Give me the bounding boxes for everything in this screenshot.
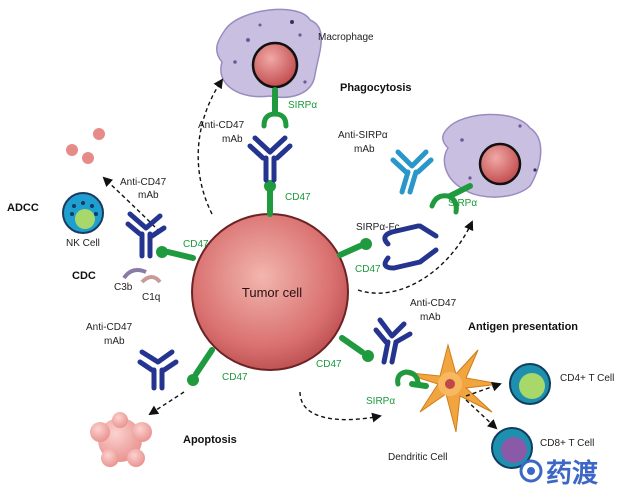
- sirpa-right: SIRPα: [429, 183, 477, 215]
- cd47-label-lower-right: CD47: [316, 359, 342, 370]
- arrow-to-right-macrophage: [357, 220, 474, 294]
- nk-cell: NK Cell: [62, 192, 104, 249]
- cd47-label-left: CD47: [183, 239, 209, 250]
- cell-debris: [66, 128, 105, 164]
- arrow-to-dendritic: [299, 391, 382, 423]
- cdc-label: CDC: [72, 270, 96, 282]
- cd47-receptors: [156, 180, 374, 386]
- macrophage-top: Macrophage: [215, 8, 374, 98]
- cd8-t-cell-label: CD8+ T Cell: [540, 438, 594, 449]
- watermark: 药渡: [519, 458, 599, 488]
- cd47-label-top: CD47: [285, 192, 311, 203]
- sirpa-fc-molecule: [382, 223, 439, 271]
- macrophage-label: Macrophage: [318, 32, 374, 43]
- complement-icon: [122, 268, 162, 284]
- cd8-t-cell: CD8+ T Cell: [491, 427, 594, 469]
- sirpa-label-top: SIRPα: [288, 100, 317, 111]
- anti-cd47-label-lower-right: Anti-CD47: [410, 298, 457, 309]
- tumor-cell-label: Tumor cell: [242, 285, 302, 300]
- cd4-t-cell: CD4+ T Cell: [509, 363, 614, 405]
- c3b-label: C3b: [114, 282, 133, 293]
- sirpa-label-dendritic: SIRPα: [366, 396, 395, 407]
- sirpa-fc-label: SIRPα-Fc: [356, 222, 400, 233]
- mab-label-anti-sirpa: mAb: [354, 144, 375, 155]
- anti-cd47-antibody-left: [125, 211, 167, 259]
- apoptotic-body: [90, 412, 152, 467]
- anti-cd47-label-top: Anti-CD47: [198, 120, 245, 131]
- anti-cd47-antibody-lower-right: [373, 317, 413, 365]
- anti-sirpa-label: Anti-SIRPα: [338, 130, 388, 141]
- mab-label-top: mAb: [222, 134, 243, 145]
- cd47-label-lower-left: CD47: [222, 372, 248, 383]
- sirpa-dendritic: SIRPα: [366, 369, 429, 407]
- arrow-to-cd4: [465, 381, 502, 397]
- phagocytosis-label: Phagocytosis: [340, 82, 412, 94]
- adcc-label: ADCC: [7, 202, 39, 214]
- arrow-to-macrophage: [197, 78, 224, 215]
- tumor-cell: Tumor cell: [191, 213, 349, 371]
- mab-label-left: mAb: [138, 190, 159, 201]
- c1q-label: C1q: [142, 292, 160, 303]
- mab-label-lower-left: mAb: [104, 336, 125, 347]
- cd4-t-cell-label: CD4+ T Cell: [560, 373, 614, 384]
- cd47-label-right: CD47: [355, 264, 381, 275]
- sirpa-label-right: SIRPα: [448, 198, 477, 209]
- anti-cd47-label-lower-left: Anti-CD47: [86, 322, 133, 333]
- anti-sirpa-antibody: [390, 149, 434, 195]
- dendritic-cell-label: Dendritic Cell: [388, 452, 447, 463]
- arrow-to-apoptosis: [148, 391, 185, 416]
- anti-cd47-label-left: Anti-CD47: [120, 177, 167, 188]
- sirpa-top: SIRPα: [261, 87, 317, 129]
- arrow-to-debris: [102, 176, 161, 233]
- dendritic-cell: Dendritic Cell: [388, 343, 501, 463]
- apoptosis-label: Apoptosis: [183, 434, 237, 446]
- antigen-presentation-label: Antigen presentation: [468, 321, 578, 333]
- macrophage-right: [442, 113, 542, 198]
- nk-cell-label: NK Cell: [66, 238, 100, 249]
- mab-label-lower-right: mAb: [420, 312, 441, 323]
- watermark-text: 药渡: [546, 458, 599, 488]
- anti-cd47-antibody-lower-left: [137, 349, 179, 391]
- anti-cd47-antibody-top: [247, 135, 293, 183]
